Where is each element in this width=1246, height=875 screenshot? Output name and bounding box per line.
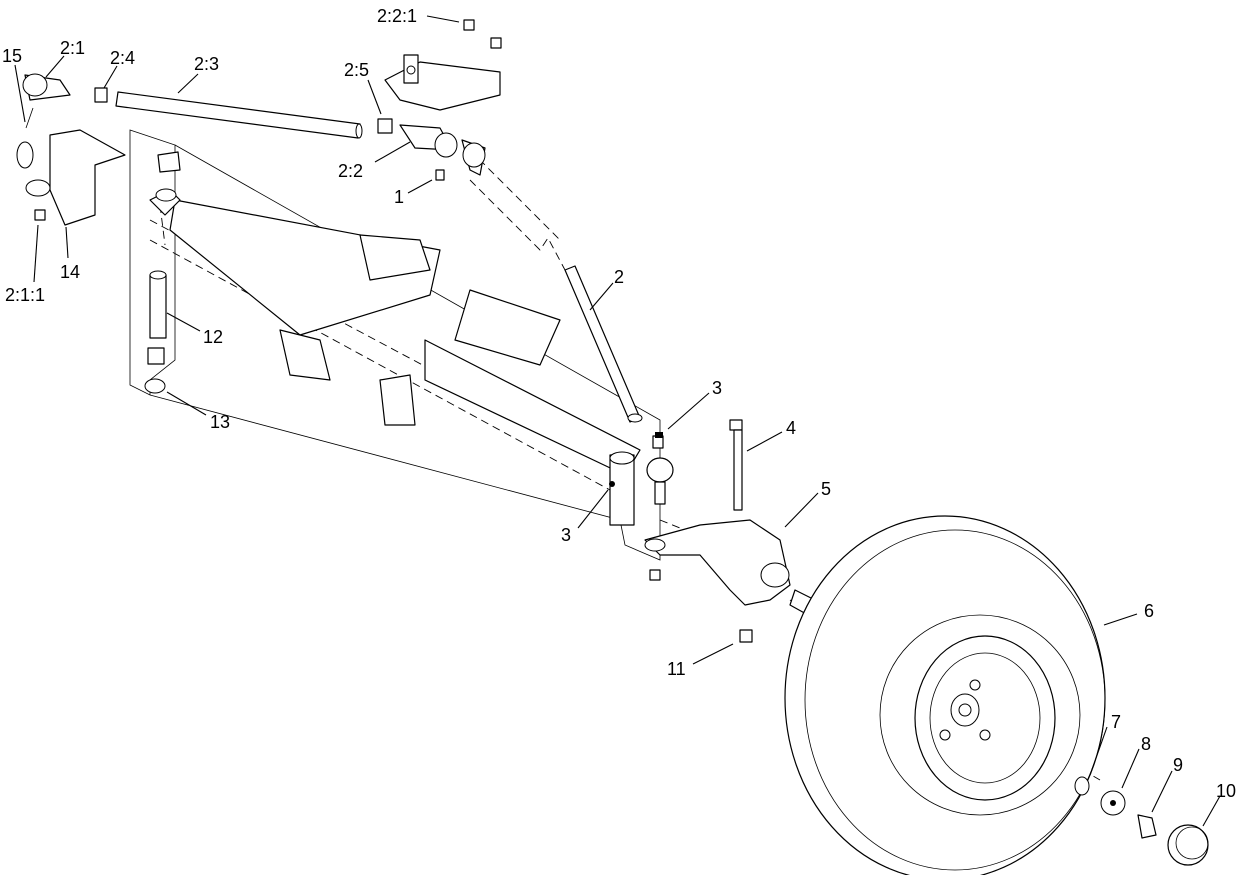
tire-wheel (784, 515, 1106, 875)
callout-2-2: 2:2 (338, 161, 363, 181)
callout-5: 5 (821, 479, 831, 499)
callout-13: 13 (210, 412, 230, 432)
callout-9: 9 (1173, 755, 1183, 775)
callout-12: 12 (203, 327, 223, 347)
callout-2-3: 2:3 (194, 54, 219, 74)
callout-7: 7 (1111, 712, 1121, 732)
right-spindle-assembly (609, 419, 816, 643)
callout-4: 4 (786, 418, 796, 438)
callout-3-upper: 3 (712, 378, 722, 398)
hub-fasteners (1074, 776, 1209, 866)
callout-2: 2 (614, 267, 624, 287)
callout-1: 1 (394, 187, 404, 207)
callout-3-lower: 3 (561, 525, 571, 545)
callout-2-4: 2:4 (110, 48, 135, 68)
left-spindle-assembly (16, 107, 181, 394)
callout-11: 11 (667, 659, 686, 679)
callout-6: 6 (1144, 601, 1154, 621)
steering-linkage (22, 19, 502, 181)
callout-15: 15 (2, 46, 22, 66)
callout-2-2-1: 2:2:1 (377, 6, 417, 26)
callout-2-5: 2:5 (344, 60, 369, 80)
callout-8: 8 (1141, 734, 1151, 754)
callout-2-1: 2:1 (60, 38, 85, 58)
axle-frame (129, 129, 661, 561)
callout-10: 10 (1216, 781, 1236, 801)
callout-2-1-1: 2:1:1 (5, 285, 45, 305)
callout-14: 14 (60, 262, 80, 282)
drag-link (564, 265, 643, 423)
callout-labels: 2:2:1 15 2:1 2:4 2:3 2:5 2:2 1 14 2:1:1 … (2, 6, 1236, 801)
leader-lines (14, 15, 1221, 827)
